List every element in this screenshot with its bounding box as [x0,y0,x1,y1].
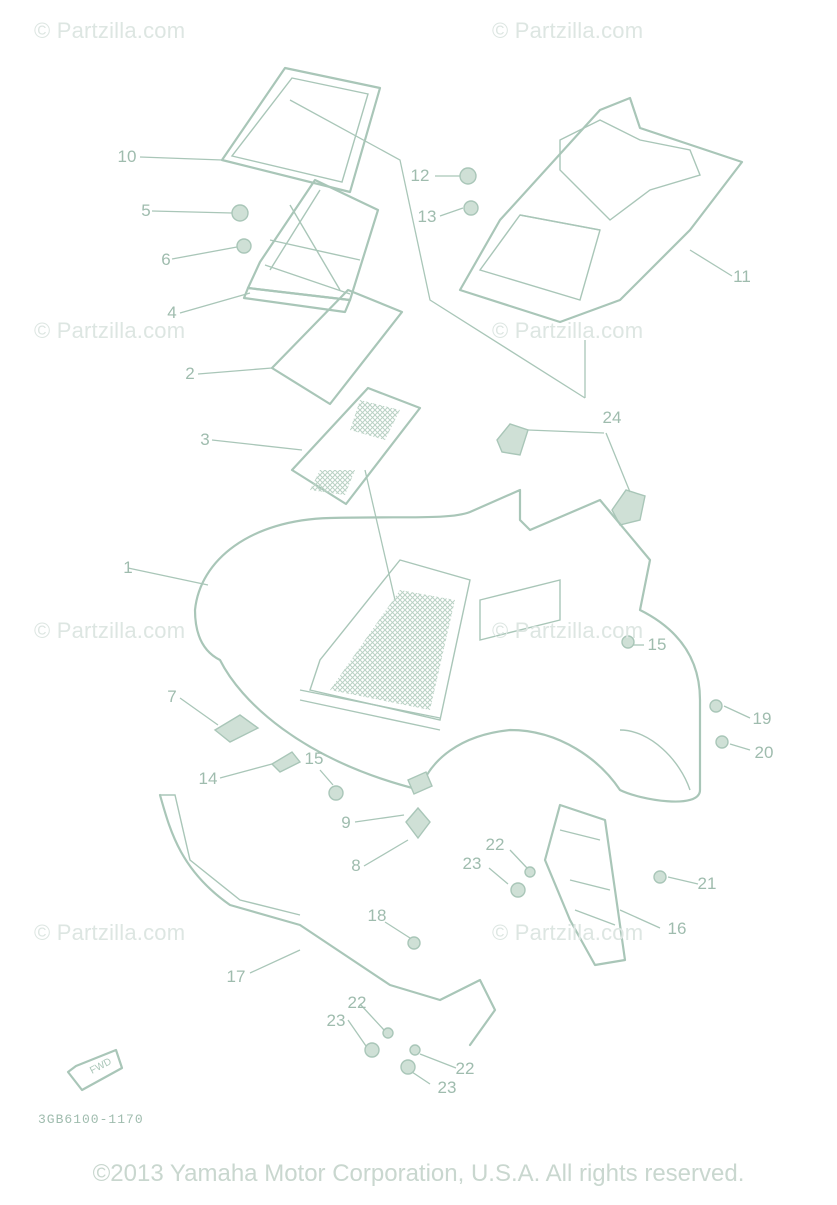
callout-label: 23 [437,1078,457,1097]
watermark: © Partzilla.com [492,618,644,643]
part-rear-fender [193,488,702,803]
callout-label: 14 [198,769,218,788]
copyright-notice: ©2013 Yamaha Motor Corporation, U.S.A. A… [92,1160,745,1187]
diagram-code: 3GB6100-1170 [38,1112,144,1127]
callout-label: 22 [485,835,505,854]
part-grommets [496,423,646,526]
part-small-hardware [213,635,729,1075]
callout-label: 24 [602,408,622,427]
watermark: © Partzilla.com [492,920,644,945]
callout-label: 17 [226,967,246,986]
callout-label: 22 [347,993,367,1012]
callout-label: 19 [752,709,772,728]
callout-label: 18 [367,906,387,925]
callout-label: 3 [200,430,210,449]
part-upper-cover [458,96,744,324]
callout-label: 7 [167,687,177,706]
callout-leaders [127,156,751,1085]
callout-label: 1 [123,558,133,577]
callout-label: 16 [667,919,687,938]
callout-label: 20 [754,743,774,762]
part-mesh-filter [290,386,422,506]
part-seat-frame [220,66,382,194]
callout-label: 22 [455,1059,475,1078]
callout-label: 15 [304,749,324,768]
part-fasteners-top [231,167,479,254]
watermark: © Partzilla.com [34,318,186,343]
callout-label: 5 [141,201,151,220]
forward-direction-arrow: FWD [66,1048,124,1092]
callout-label: 13 [417,207,437,226]
callout-label: 9 [341,813,351,832]
callout-label: 11 [733,267,751,286]
callout-label: 2 [185,364,195,383]
callout-label: 21 [697,874,717,893]
part-mudflap-bracket [543,803,627,967]
callout-label: 6 [161,250,171,269]
callout-label: 4 [167,303,177,322]
watermark: © Partzilla.com [492,318,644,343]
assembly-guide-lines [289,99,586,601]
callout-label: 23 [326,1011,346,1030]
callout-label: 10 [117,147,137,166]
watermark: © Partzilla.com [34,618,186,643]
watermark: © Partzilla.com [34,920,186,945]
callout-label: 8 [351,856,361,875]
part-lower-rail [158,793,497,1047]
callout-label: 12 [410,166,430,185]
part-panel [270,288,404,406]
watermark: © Partzilla.com [34,18,186,43]
watermark: © Partzilla.com [492,18,644,43]
callout-label: 15 [647,635,667,654]
callout-label: 23 [462,854,482,873]
part-storage-tray [242,178,380,314]
